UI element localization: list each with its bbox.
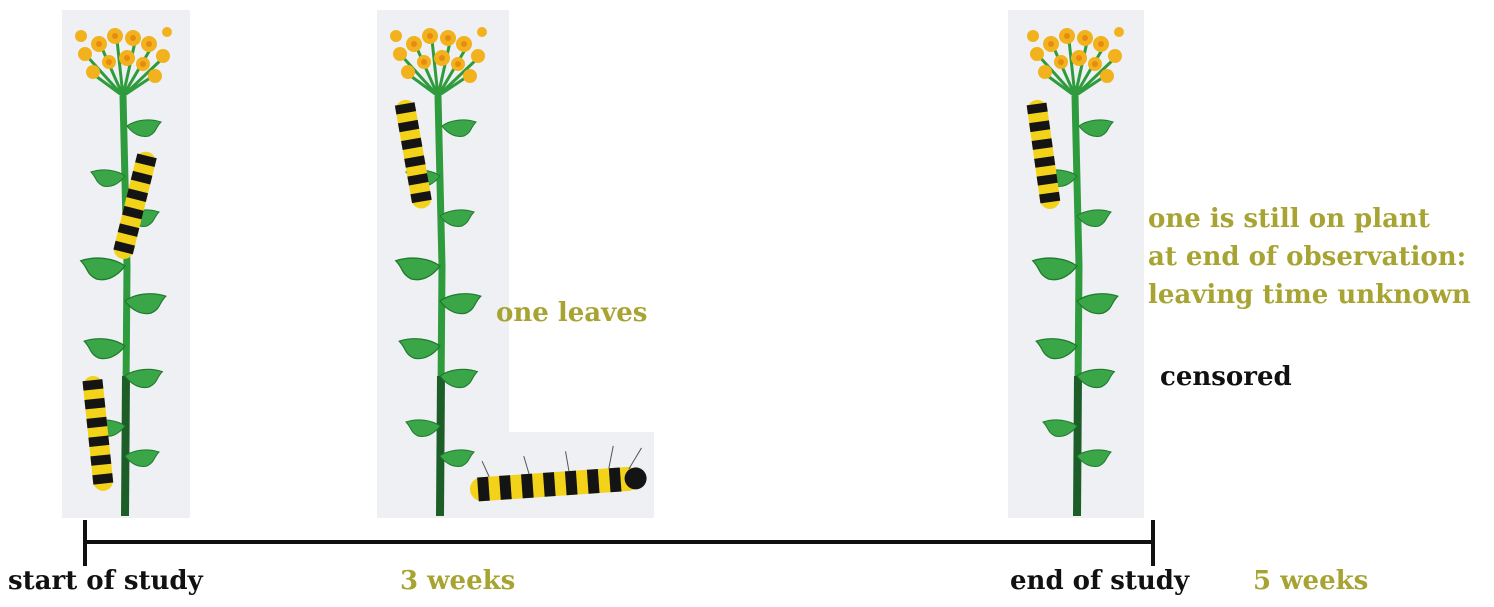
one-leaves-label: one leaves <box>496 298 647 328</box>
censored-label: censored <box>1160 362 1292 392</box>
end-of-study-label: end of study <box>1010 566 1189 596</box>
plant-1 <box>75 27 172 516</box>
still-on-plant-line-3: leaving time unknown <box>1148 276 1471 314</box>
timeline-axis <box>85 520 1153 566</box>
still-on-plant-line-2: at end of observation: <box>1148 238 1471 276</box>
start-of-study-label: start of study <box>8 566 203 596</box>
three-weeks-label: 3 weeks <box>400 566 515 596</box>
still-on-plant-line-1: one is still on plant <box>1148 200 1471 238</box>
caterpillar-3a <box>1026 99 1061 211</box>
caterpillar-1a <box>112 150 158 262</box>
five-weeks-label: 5 weeks <box>1253 566 1368 596</box>
still-on-plant-label: one is still on plant at end of observat… <box>1148 200 1471 314</box>
caterpillar-2a <box>394 98 433 210</box>
plant-2 <box>390 27 647 516</box>
plant-3 <box>1026 27 1124 516</box>
caterpillar-leaving <box>468 444 648 502</box>
